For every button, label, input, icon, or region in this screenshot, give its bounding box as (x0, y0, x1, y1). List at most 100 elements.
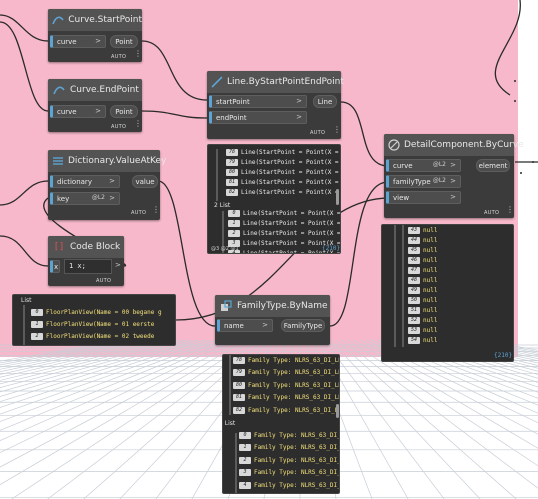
node-curve-startpoint[interactable]: Curve.StartPoint curve > Point AUTO ⋮ (48, 9, 142, 62)
output-port-line[interactable]: Line (313, 95, 337, 108)
lacing-auto-label[interactable]: AUTO (484, 210, 500, 216)
list-value: Line(StartPoint = Point(X = 7 (243, 249, 341, 254)
input-port-x[interactable]: x (50, 260, 60, 273)
input-port-dictionary[interactable]: dictionary > (50, 175, 120, 188)
list-value: Line(StartPoint = Point(X = 4 (243, 229, 341, 237)
input-port-view[interactable]: view > (386, 191, 461, 204)
list-index: 4 (239, 481, 251, 489)
preview-scrollbar[interactable] (336, 404, 339, 418)
lacing-auto-label[interactable]: AUTO (111, 124, 127, 130)
node-title: Line.ByStartPointEndPoint (227, 77, 344, 87)
port-label: startPoint (216, 97, 250, 106)
output-port-element[interactable]: element (476, 159, 510, 172)
output-port-point[interactable]: Point (110, 105, 138, 118)
chevron-right-icon: > (450, 193, 456, 201)
input-port-familytype[interactable]: familyType @L2 > (386, 175, 461, 188)
input-port-key[interactable]: key @L2 > (50, 192, 120, 205)
node-menu-icon[interactable]: ⋮ (506, 205, 514, 214)
list-value: Family Type: NLRS_63_DI_LB_BR (254, 444, 339, 451)
input-port-startpoint[interactable]: startPoint > (209, 95, 307, 108)
lacing-auto-label[interactable]: AUTO (96, 278, 112, 284)
list-value: Line(StartPoint = Point(X = (241, 178, 339, 186)
list-indent-bar (235, 433, 237, 493)
list-index: 4 (228, 249, 240, 253)
list-value: null (423, 336, 438, 344)
input-port-curve[interactable]: curve @L2 > (386, 159, 461, 172)
lacing-level-label[interactable]: @L2 (432, 161, 446, 168)
list-value: Line(StartPoint = Point(X = (241, 158, 339, 166)
lacing-level-label[interactable]: @L2 (432, 177, 446, 184)
family-type-icon (219, 299, 233, 313)
list-value: null (423, 326, 438, 334)
list-value: Line(StartPoint = Point(X = 4 (243, 209, 341, 217)
node-dictionary-valueatkey[interactable]: Dictionary.ValueAtKey dictionary > key @… (48, 150, 166, 220)
lacing-auto-label[interactable]: AUTO (310, 130, 326, 136)
list-index: 79 (226, 158, 238, 166)
list-value: Family Type: NLRS_63_DI_LB_B (248, 369, 340, 376)
input-port-curve[interactable]: curve > (50, 35, 106, 48)
chevron-right-icon: > (296, 97, 302, 105)
input-port-endpoint[interactable]: endPoint > (209, 111, 307, 124)
chevron-right-icon: > (450, 161, 456, 169)
list-index: 81 (233, 394, 245, 401)
list-value: Family Type: NLRS_63_DI_LB_B (248, 356, 340, 364)
list-index: 51 (408, 306, 420, 314)
input-port-curve[interactable]: curve > (50, 105, 106, 118)
list-index: 1 (228, 219, 240, 227)
output-port-value[interactable]: value (132, 175, 158, 188)
node-menu-icon[interactable]: ⋮ (134, 49, 142, 58)
list-value: Family Type: NLRS_63_DI_LB_BR (254, 469, 339, 476)
lacing-level-label[interactable]: @L2 (91, 194, 105, 201)
node-title: FamilyType.ByName (237, 301, 328, 311)
node-menu-icon[interactable]: ⋮ (152, 205, 160, 214)
list-index: 0 (228, 209, 240, 217)
lacing-auto-label[interactable]: AUTO (111, 54, 127, 60)
node-menu-icon[interactable]: ⋮ (134, 119, 142, 128)
list-index: 44 (408, 236, 420, 244)
node-detailcomponent-bycurve[interactable]: DetailComponent.ByCurve curve @L2 > fami… (384, 134, 524, 218)
output-port-point[interactable]: Point (110, 35, 138, 48)
list-value: Family Type: NLRS_63_DI_LB_B (248, 406, 340, 414)
node-menu-icon[interactable]: ⋮ (333, 125, 341, 134)
node-curve-endpoint[interactable]: Curve.EndPoint curve > Point AUTO ⋮ (48, 79, 142, 132)
list-icon (52, 154, 64, 168)
node-familytype-byname[interactable]: FamilyType.ByName name > FamilyType (215, 295, 330, 345)
node-code-block[interactable]: [] Code Block x 1 x; > AUTO (48, 236, 124, 286)
list-value: FloorPlanView(Name = 02 tweede (46, 332, 155, 340)
list-value: Line(StartPoint = Point(X = (241, 168, 339, 176)
lacing-auto-label[interactable]: AUTO (131, 210, 147, 216)
list-index: 78 (226, 148, 238, 156)
chevron-right-icon: > (296, 113, 302, 121)
chevron-right-icon[interactable]: > (115, 261, 121, 269)
list-index: 48 (408, 276, 420, 284)
code-editor[interactable]: 1 x; (64, 259, 112, 274)
port-label: endPoint (216, 113, 247, 122)
code-text: 1 x; (69, 262, 86, 270)
input-port-name[interactable]: name > (217, 319, 273, 332)
list-header: 2 List (214, 201, 231, 209)
list-value: null (423, 306, 438, 314)
node-line-bystartpointendpoint[interactable]: Line.ByStartPointEndPoint startPoint > e… (207, 71, 344, 139)
port-label: x (54, 262, 59, 271)
node-title: Curve.StartPoint (68, 15, 142, 25)
list-value: null (423, 236, 438, 244)
output-port-familytype[interactable]: FamilyType (281, 319, 325, 332)
curve-icon (52, 13, 64, 27)
preview-scrollbar[interactable] (336, 189, 339, 205)
